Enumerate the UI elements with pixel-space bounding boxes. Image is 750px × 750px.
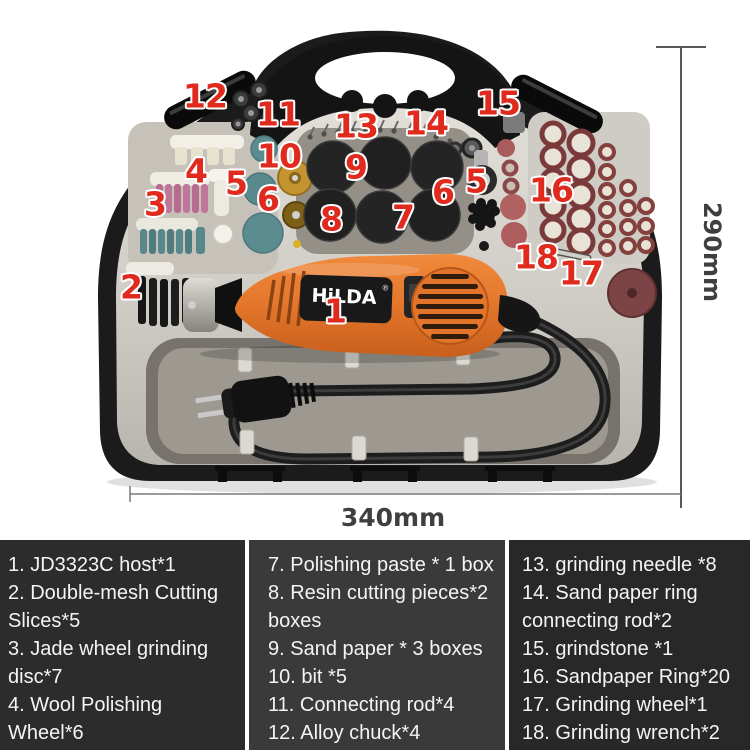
tool-label: HiLDA ® bbox=[299, 274, 393, 324]
column-divider bbox=[505, 540, 509, 750]
parts-list-item: 12. Alloy chuck*4 bbox=[268, 722, 421, 744]
brand-registered-mark: ® bbox=[382, 283, 388, 292]
parts-list-item: 13. grinding needle *8 bbox=[522, 554, 717, 576]
power-plug bbox=[195, 375, 317, 423]
case-latches bbox=[215, 466, 555, 482]
collet-chuck bbox=[467, 150, 497, 195]
alloy-chuck-centers bbox=[235, 87, 271, 127]
white-ball-part bbox=[212, 223, 234, 245]
jade-wheel-grinders-teal bbox=[136, 218, 205, 254]
parts-list-item: 18. Grinding wrench*2 bbox=[522, 722, 720, 744]
left-bumper bbox=[164, 70, 256, 130]
jade-grinding-discs-pink bbox=[150, 172, 210, 213]
resin-cutting-discs bbox=[303, 136, 464, 244]
tool-case-illustration: HiLDA ® bbox=[98, 30, 726, 532]
right-bumper bbox=[511, 74, 603, 134]
parts-list-item: 7. Polishing paste * 1 box bbox=[268, 554, 494, 576]
parts-list-item: 2. Double-mesh Cutting Slices*5 bbox=[8, 582, 219, 632]
sandpaper-ring-grid bbox=[539, 120, 655, 257]
parts-list-item: 16. Sandpaper Ring*20 bbox=[522, 666, 730, 688]
grip-scallop bbox=[407, 90, 429, 112]
needle-sockets bbox=[307, 127, 466, 148]
parts-list-item: 15. grindstone *1 bbox=[522, 638, 674, 660]
parts-list-item: 14. Sand paper ring connecting rod*2 bbox=[522, 582, 698, 632]
wool-polishing-wheels bbox=[170, 135, 244, 165]
parts-list-item: 10. bit *5 bbox=[268, 666, 347, 688]
grip-scallop bbox=[373, 94, 397, 118]
parts-list-item: 3. Jade wheel grinding disc*7 bbox=[8, 638, 209, 688]
parts-list-item: 4. Wool Polishing Wheel*6 bbox=[8, 694, 163, 744]
column-divider bbox=[245, 540, 249, 750]
tool-nose-cone bbox=[215, 278, 242, 332]
power-cord bbox=[228, 316, 611, 465]
cord-tray-floor bbox=[158, 348, 608, 454]
parts-list-panel: 1. JD3323C host*1 2. Double-mesh Cutting … bbox=[0, 540, 750, 750]
motor-vent bbox=[411, 267, 489, 345]
height-dimension-label: 290mm bbox=[698, 202, 726, 302]
parts-list-item: 9. Sand paper * 3 boxes bbox=[268, 638, 483, 660]
small-black-part bbox=[479, 241, 489, 251]
parts-list-column-3: 13. grinding needle *8 14. Sand paper rin… bbox=[509, 540, 750, 750]
parts-list-item: 8. Resin cutting pieces*2 boxes bbox=[268, 582, 489, 632]
parts-list-item: 1. JD3323C host*1 bbox=[8, 554, 176, 576]
sanding-discs-teal bbox=[242, 135, 284, 254]
parts-list-item: 17. Grinding wheel*1 bbox=[522, 694, 708, 716]
width-dimension-line bbox=[129, 486, 681, 502]
grinding-wheel bbox=[607, 268, 657, 318]
rotary-tool: HiLDA ® bbox=[183, 254, 541, 363]
product-photo: HiLDA ® bbox=[98, 30, 726, 532]
white-hook-part bbox=[208, 169, 232, 216]
grindstone bbox=[503, 112, 525, 133]
parts-list-item: 11. Connecting rod*4 bbox=[268, 694, 455, 716]
parts-list-column-2: 7. Polishing paste * 1 box 8. Resin cutti… bbox=[249, 540, 505, 750]
tool-collar bbox=[183, 278, 219, 332]
grinding-wrench bbox=[538, 242, 592, 262]
width-dimension-label: 340mm bbox=[341, 503, 445, 532]
parts-list-column-1: 1. JD3323C host*1 2. Double-mesh Cutting … bbox=[0, 540, 245, 750]
height-dimension-line bbox=[656, 46, 706, 508]
brand-text: HiLDA bbox=[311, 285, 377, 309]
grip-scallop bbox=[341, 90, 363, 112]
cord-boot bbox=[498, 295, 541, 333]
bristle-brush bbox=[468, 198, 500, 231]
sanding-drums bbox=[497, 139, 527, 248]
